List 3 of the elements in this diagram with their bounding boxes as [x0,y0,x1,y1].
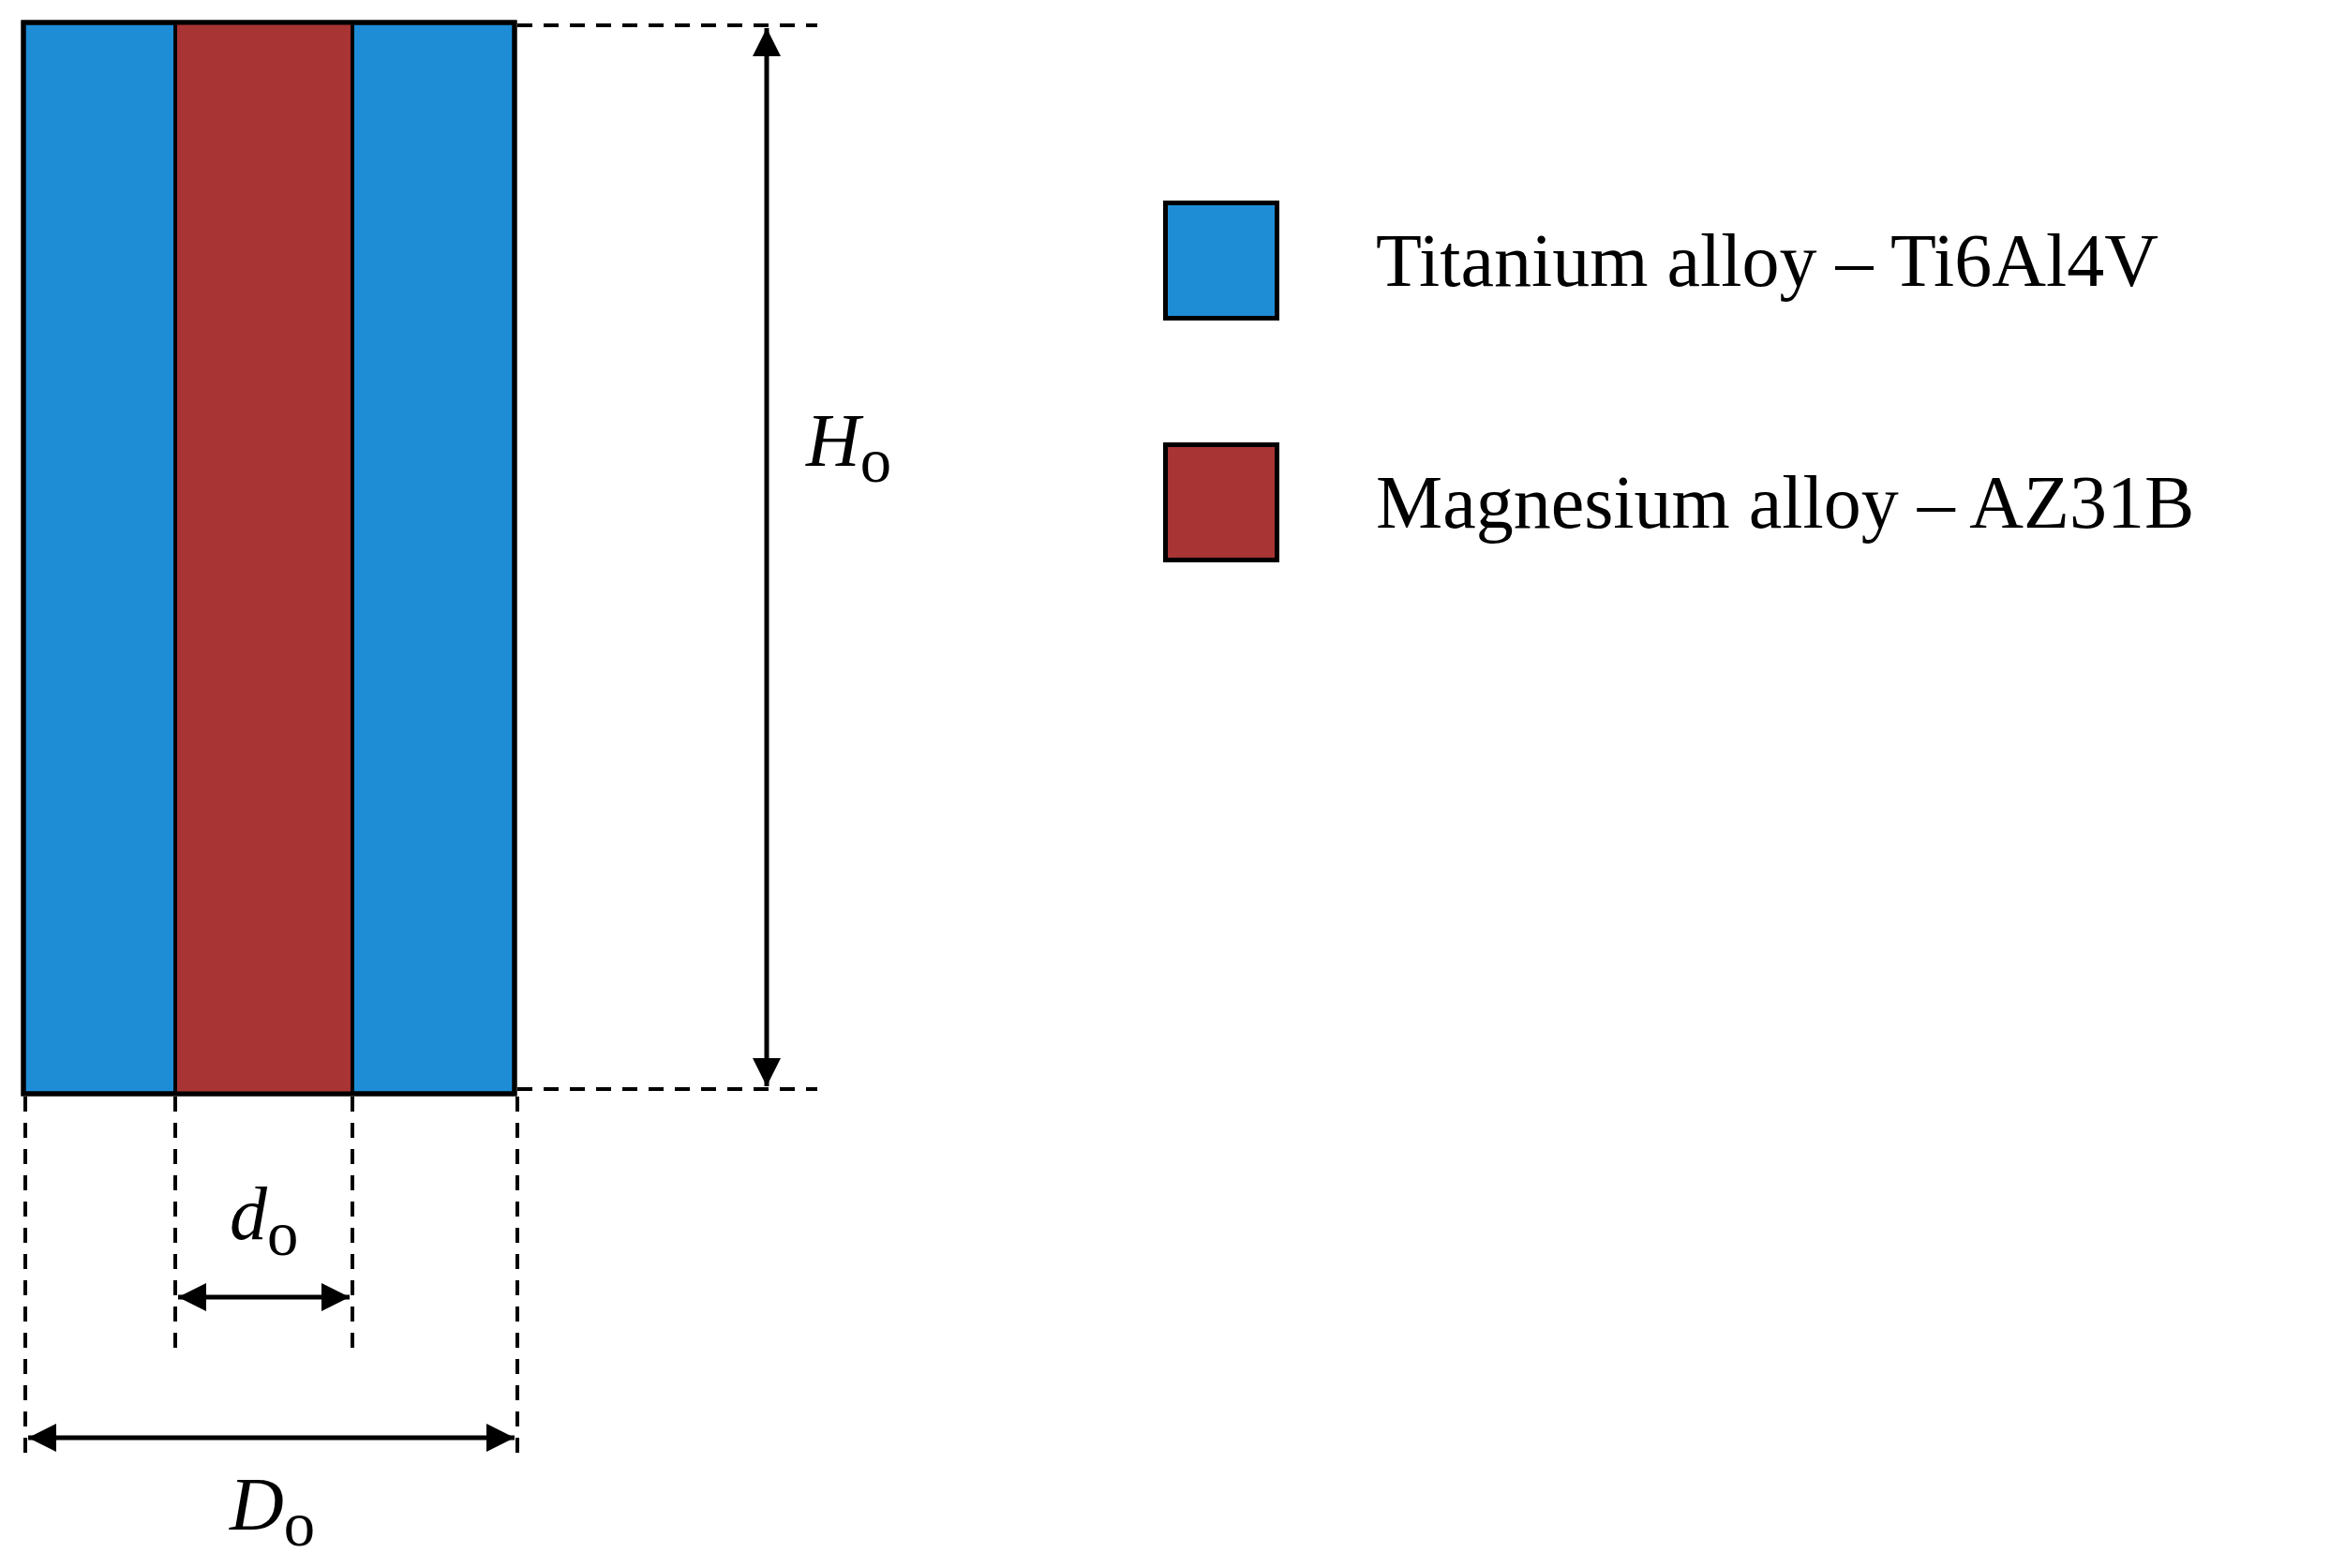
dimension-label: D$_{o}$ [230,1467,316,1557]
dimension-label: H$_{o}$ [806,403,892,493]
dimension-label: d$_{o}$ [230,1176,299,1266]
